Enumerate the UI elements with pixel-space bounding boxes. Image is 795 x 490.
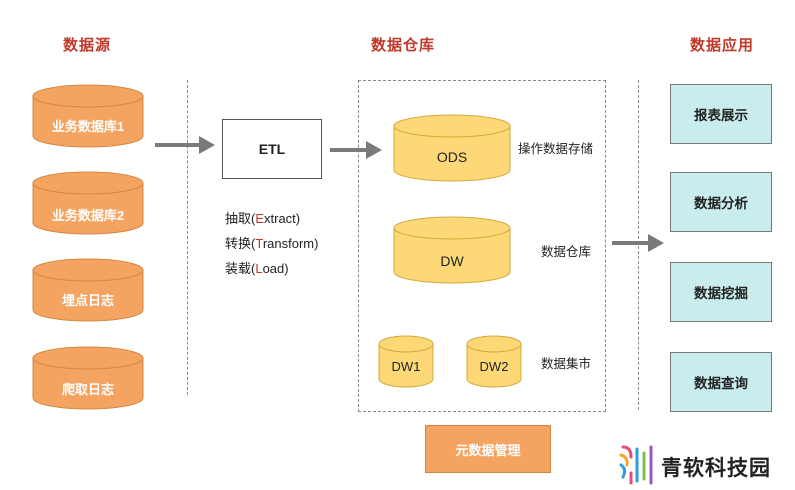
etl-step-prefix: 装载( [225,261,256,276]
data-mart-description: 数据集市 [541,357,592,371]
etl-box: ETL [222,119,322,179]
etl-step-letter: L [255,261,263,276]
cylinder-icon [466,335,522,388]
warehouse-column-title: 数据仓库 [371,37,436,54]
arrow-right-icon [330,141,382,159]
dw-label: DW [440,253,464,269]
source-tracking-log-label: 埋点日志 [61,293,114,308]
dw-description: 数据仓库 [541,245,592,259]
cylinder-icon [32,84,144,148]
cylinder-icon [393,114,511,182]
cylinder-icon [393,216,511,284]
source-tracking-log: 埋点日志 [32,258,144,322]
etl-step-extract: 抽取(Extract) [225,208,300,227]
etl-step-rest: xtract) [264,211,301,226]
source-db-1: 业务数据库1 [32,84,144,148]
source-crawl-log: 爬取日志 [32,346,144,410]
etl-step-transform: 转换(Transform) [225,233,318,252]
app-report-display: 报表展示 [670,84,772,144]
logo-text: 青软科技园 [661,457,771,480]
logo-icon [619,445,653,485]
dw1-cylinder: DW1 [378,335,434,388]
source-crawl-log-label: 爬取日志 [61,382,114,397]
etl-step-load: 装载(Load) [225,258,289,277]
etl-step-letter: T [255,236,263,251]
etl-step-rest: oad) [262,261,289,276]
cylinder-icon [378,335,434,388]
metadata-management-box: 元数据管理 [425,425,551,473]
ods-label: ODS [436,149,468,165]
ods-description: 操作数据存储 [518,142,594,156]
app-data-query: 数据查询 [670,352,772,412]
dw1-label: DW1 [391,359,421,374]
separator-line [187,80,188,395]
dw2-cylinder: DW2 [466,335,522,388]
cylinder-icon [32,171,144,235]
etl-step-prefix: 抽取( [225,211,256,226]
cylinder-icon [32,258,144,322]
source-db-2: 业务数据库2 [32,171,144,235]
app-data-analysis: 数据分析 [670,172,772,232]
etl-step-letter: E [255,211,265,226]
source-column-title: 数据源 [63,37,112,54]
app-column-title: 数据应用 [690,37,755,54]
source-db-2-label: 业务数据库2 [51,208,125,223]
app-data-mining: 数据挖掘 [670,262,772,322]
dw-cylinder: DW [393,216,511,284]
warehouse-boundary [358,80,606,412]
arrow-right-icon [155,136,215,154]
source-db-1-label: 业务数据库1 [51,119,125,134]
etl-step-prefix: 转换( [225,236,256,251]
cylinder-icon [32,346,144,410]
etl-step-rest: ransform) [262,236,319,251]
dw2-label: DW2 [479,359,509,374]
ods-cylinder: ODS [393,114,511,182]
arrow-right-icon [612,234,664,252]
